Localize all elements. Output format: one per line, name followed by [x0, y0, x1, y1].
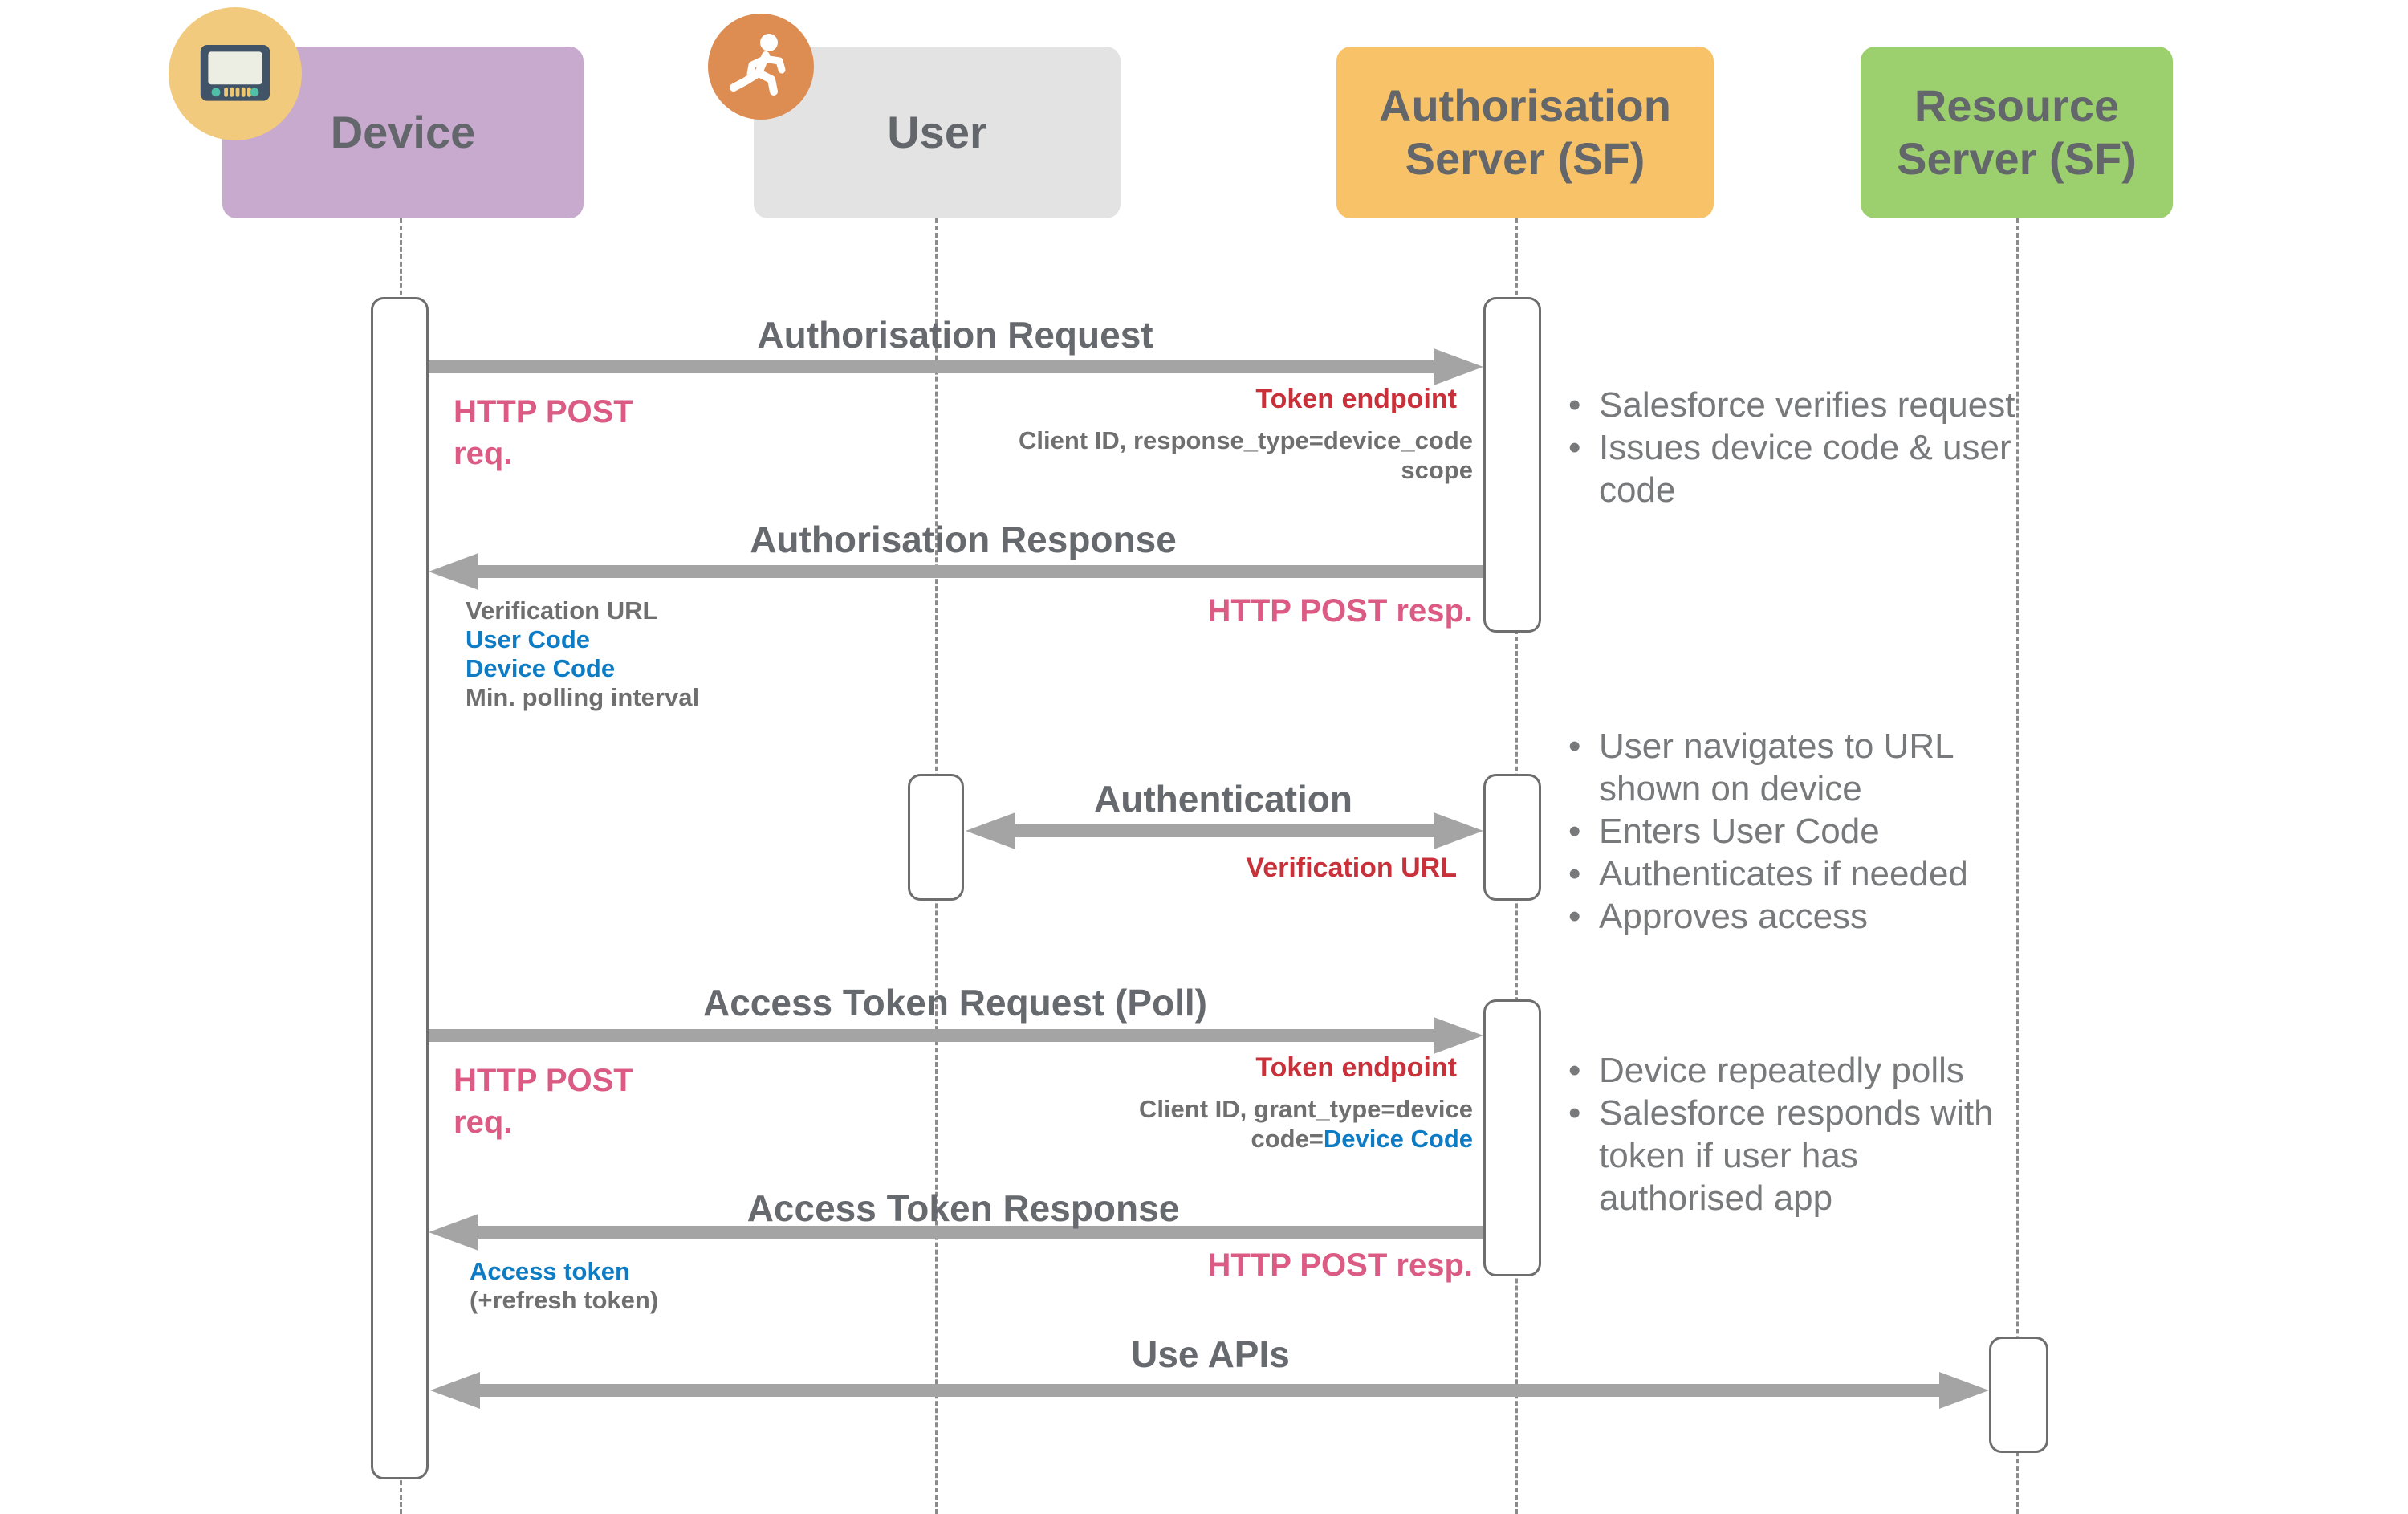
actor-user: User	[754, 47, 1121, 218]
label-auth-request-params: Client ID, response_type=device_code sco…	[951, 425, 1473, 485]
note-item: Issues device code & user code	[1565, 426, 2063, 511]
label-verification-url-auth: Verification URL	[1246, 853, 1457, 883]
actor-user-label: User	[887, 107, 987, 157]
arrow-access-token-response	[478, 1226, 1483, 1239]
label-token-endpoint-1: Token endpoint	[1255, 384, 1457, 414]
label-token-request-params: Client ID, grant_type=device code=Device…	[951, 1094, 1473, 1154]
arrowhead-authentication-right	[1434, 812, 1483, 849]
note-item: Salesforce responds with token if user h…	[1565, 1092, 2063, 1219]
arrowhead-access-token-response	[429, 1214, 478, 1251]
label-token-endpoint-2: Token endpoint	[1255, 1052, 1457, 1083]
actor-auth-server: Authorisation Server (SF)	[1336, 47, 1714, 218]
message-title-authorisation-response: Authorisation Response	[750, 519, 1177, 560]
activation-auth-1	[1483, 297, 1541, 633]
label-http-post-resp-2: HTTP POST resp.	[1207, 1247, 1473, 1283]
label-token-request-params-prefix: code=	[1251, 1125, 1324, 1153]
label-min-polling-interval: Min. polling interval	[466, 683, 700, 711]
note-item: Salesforce verifies request	[1565, 384, 2063, 426]
label-http-post-req-1: HTTP POST req.	[454, 394, 633, 471]
message-title-access-token-request: Access Token Request (Poll)	[703, 982, 1207, 1024]
device-icon	[169, 7, 302, 140]
note-item: Enters User Code	[1565, 810, 2063, 853]
arrow-authorisation-response	[478, 565, 1483, 578]
label-http-post-resp-1: HTTP POST resp.	[1207, 593, 1473, 629]
arrowhead-access-token-request	[1434, 1017, 1483, 1054]
message-title-authorisation-request: Authorisation Request	[757, 314, 1153, 356]
arrow-authorisation-request	[429, 360, 1434, 373]
label-refresh-token: (+refresh token)	[470, 1286, 659, 1314]
label-user-code: User Code	[466, 625, 591, 653]
activation-auth-3	[1483, 999, 1541, 1276]
label-token-request-params-device-code: Device Code	[1323, 1125, 1473, 1153]
note-authorisation: Salesforce verifies request Issues devic…	[1565, 384, 2063, 511]
message-title-access-token-response: Access Token Response	[746, 1187, 1180, 1229]
arrowhead-use-apis-left	[430, 1372, 480, 1409]
arrow-authentication	[1015, 824, 1434, 837]
note-item: Device repeatedly polls	[1565, 1049, 2063, 1092]
activation-user	[908, 774, 964, 901]
label-http-post-req-2: HTTP POST req.	[454, 1063, 633, 1140]
activation-auth-2	[1483, 774, 1541, 901]
note-item: User navigates to URL shown on device	[1565, 725, 2063, 810]
message-title-use-apis: Use APIs	[1131, 1333, 1290, 1375]
activation-resource	[1989, 1337, 2048, 1453]
label-token-request-params-line1: Client ID, grant_type=device	[1138, 1095, 1473, 1123]
label-auth-request-params-line1: Client ID, response_type=device_code	[1019, 426, 1473, 454]
activation-device	[371, 297, 429, 1479]
note-polling: Device repeatedly polls Salesforce respo…	[1565, 1049, 2063, 1219]
message-title-authentication: Authentication	[1094, 778, 1352, 820]
user-icon-glyph	[730, 34, 786, 96]
label-verification-url: Verification URL	[466, 596, 658, 625]
arrowhead-use-apis-right	[1939, 1372, 1989, 1409]
device-icon-glyph	[200, 45, 270, 101]
note-item: Approves access	[1565, 895, 2063, 938]
arrowhead-authorisation-response	[429, 553, 478, 590]
note-authentication: User navigates to URL shown on device En…	[1565, 725, 2063, 938]
user-icon	[708, 14, 814, 120]
label-access-token: Access token	[470, 1257, 630, 1285]
arrow-use-apis	[480, 1384, 1939, 1397]
label-device-code: Device Code	[466, 654, 616, 682]
label-token-request-params-line2: code=Device Code	[951, 1124, 1473, 1154]
actor-resource-server-label: Resource Server (SF)	[1897, 80, 2137, 184]
actor-resource-server: Resource Server (SF)	[1861, 47, 2173, 218]
actor-auth-server-label: Authorisation Server (SF)	[1379, 80, 1671, 184]
note-item: Authenticates if needed	[1565, 853, 2063, 895]
actor-device-label: Device	[330, 107, 476, 157]
label-auth-request-params-line2: scope	[1401, 456, 1473, 484]
arrowhead-authentication-left	[966, 812, 1015, 849]
arrowhead-authorisation-request	[1434, 348, 1483, 385]
arrow-access-token-request	[429, 1029, 1434, 1042]
